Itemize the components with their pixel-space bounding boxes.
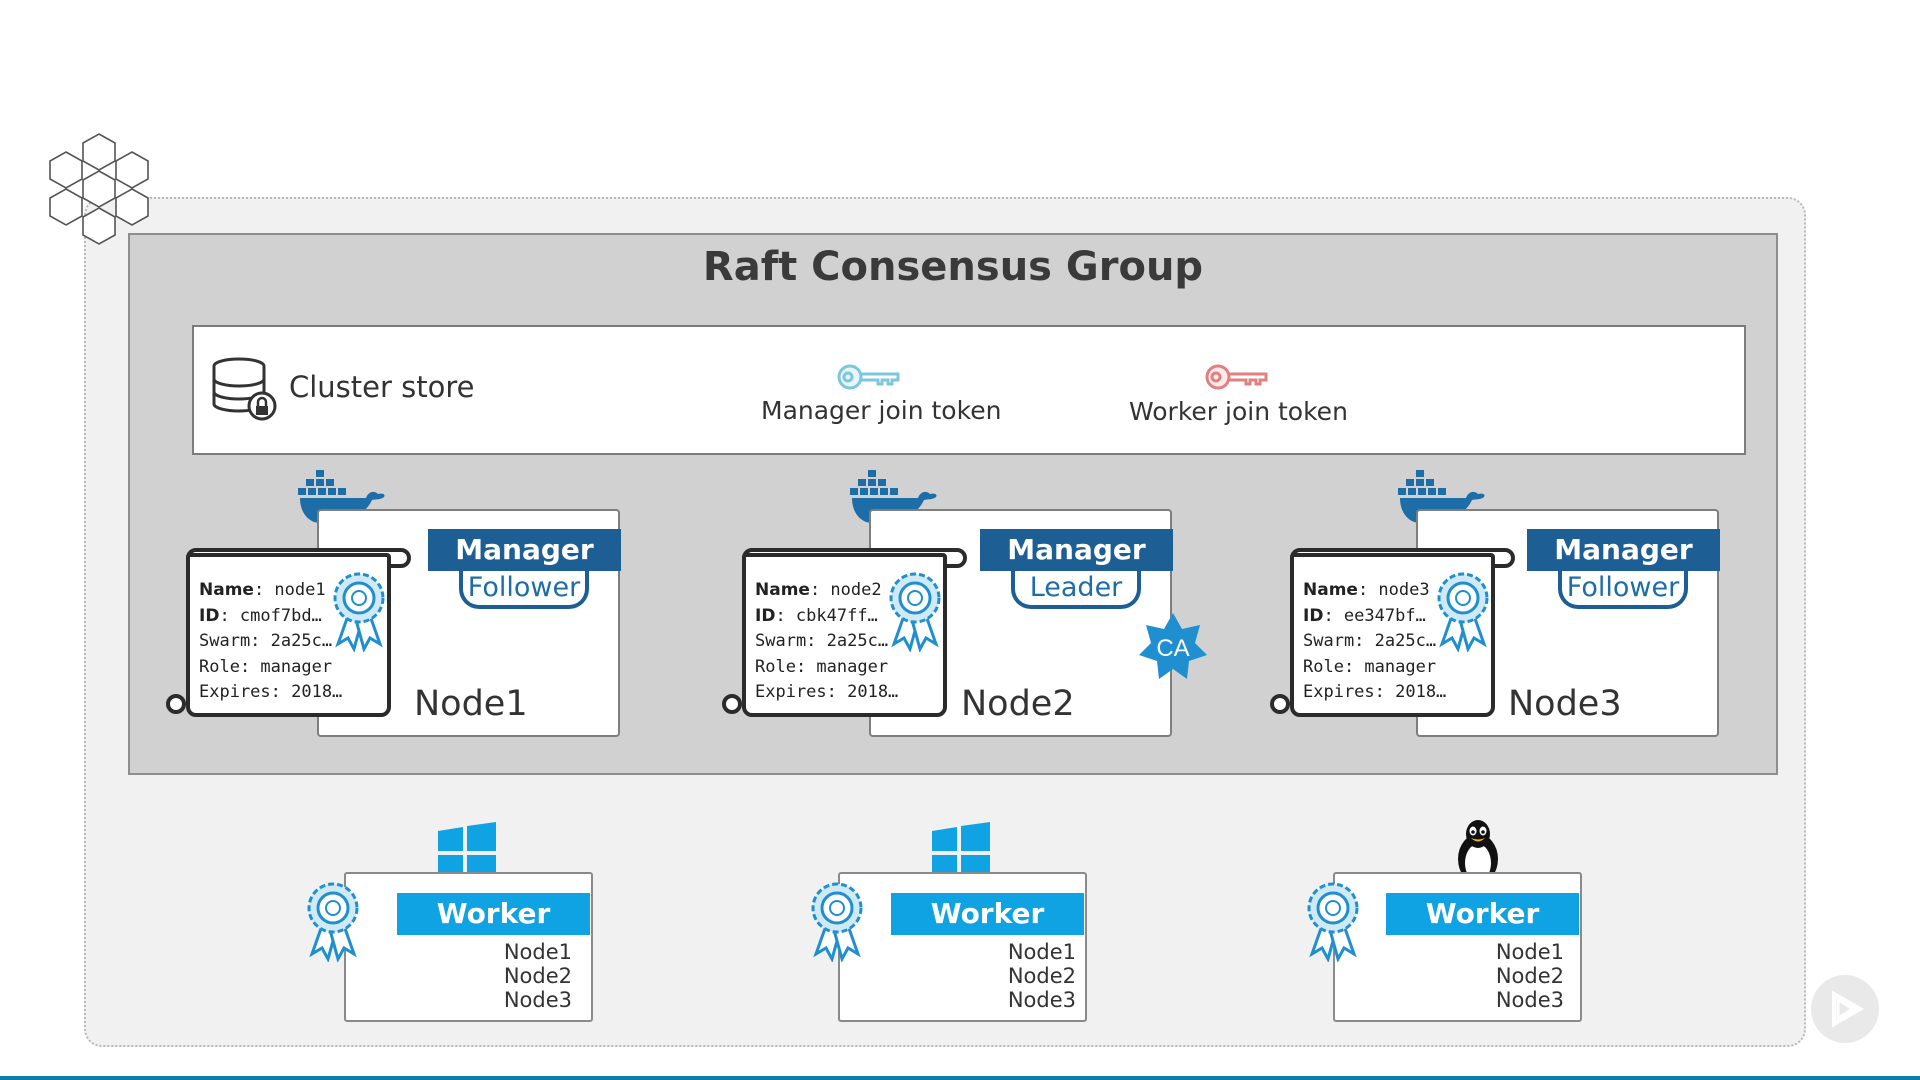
follower-status-pill: Follower (1558, 571, 1688, 609)
certificate-details: Name: node3 ID: ee347bf… Swarm: 2a25c… R… (1303, 580, 1447, 702)
node-name-label: Node1 (414, 684, 528, 724)
worker-node-item: Node3 (1007, 988, 1076, 1012)
raft-group-title: Raft Consensus Group (702, 244, 1204, 290)
worker-node-item: Node1 (1495, 940, 1564, 964)
ca-badge: CA (1139, 613, 1207, 679)
worker-node-item: Node3 (503, 988, 572, 1012)
manager-join-token-label: Manager join token (761, 396, 1002, 425)
database-lock-icon (212, 357, 277, 421)
node-name-label: Node2 (961, 684, 1075, 724)
certificate-rosette-icon (307, 882, 359, 962)
certificate-rosette-icon (1437, 572, 1489, 652)
play-button[interactable] (1810, 974, 1880, 1044)
certificate-rosette-icon (333, 572, 385, 652)
worker-join-token-label: Worker join token (1129, 397, 1348, 426)
worker-node-item: Node3 (1495, 988, 1564, 1012)
worker-node-item: Node1 (503, 940, 572, 964)
windows-icon (932, 822, 990, 884)
cluster-store-panel (192, 325, 1746, 455)
scroll-curl-icon (722, 694, 742, 714)
worker-node-item: Node2 (1007, 964, 1076, 988)
worker-node-list: Node1 Node2 Node3 (480, 940, 572, 1012)
worker-key-icon (1205, 364, 1268, 390)
follower-status-pill: Follower (459, 571, 589, 609)
ca-badge-label: CA (1156, 635, 1189, 662)
leader-status-pill: Leader (1011, 571, 1141, 609)
progress-bar (0, 1076, 1920, 1080)
worker-node-item: Node1 (1007, 940, 1076, 964)
worker-node-list: Node1 Node2 Node3 (1472, 940, 1564, 1012)
worker-banner: Worker (1386, 893, 1579, 935)
manager-role-banner: Manager (1527, 529, 1720, 571)
certificate-details: Name: node1 ID: cmof7bd… Swarm: 2a25c… R… (199, 580, 343, 702)
worker-node-item: Node2 (1495, 964, 1564, 988)
manager-role-banner: Manager (428, 529, 621, 571)
cluster-store-label: Cluster store (289, 370, 475, 404)
worker-node-list: Node1 Node2 Node3 (984, 940, 1076, 1012)
certificate-rosette-icon (1307, 882, 1359, 962)
scroll-curl-icon (166, 694, 186, 714)
manager-role-banner: Manager (980, 529, 1173, 571)
scroll-curl-icon (1270, 694, 1290, 714)
swarm-hexagon-icon (49, 133, 149, 245)
node-name-label: Node3 (1508, 684, 1622, 724)
certificate-rosette-icon (811, 882, 863, 962)
certificate-rosette-icon (889, 572, 941, 652)
worker-node-item: Node2 (503, 964, 572, 988)
worker-banner: Worker (397, 893, 590, 935)
worker-banner: Worker (891, 893, 1084, 935)
certificate-details: Name: node2 ID: cbk47ff… Swarm: 2a25c… R… (755, 580, 899, 702)
manager-key-icon (837, 364, 900, 390)
